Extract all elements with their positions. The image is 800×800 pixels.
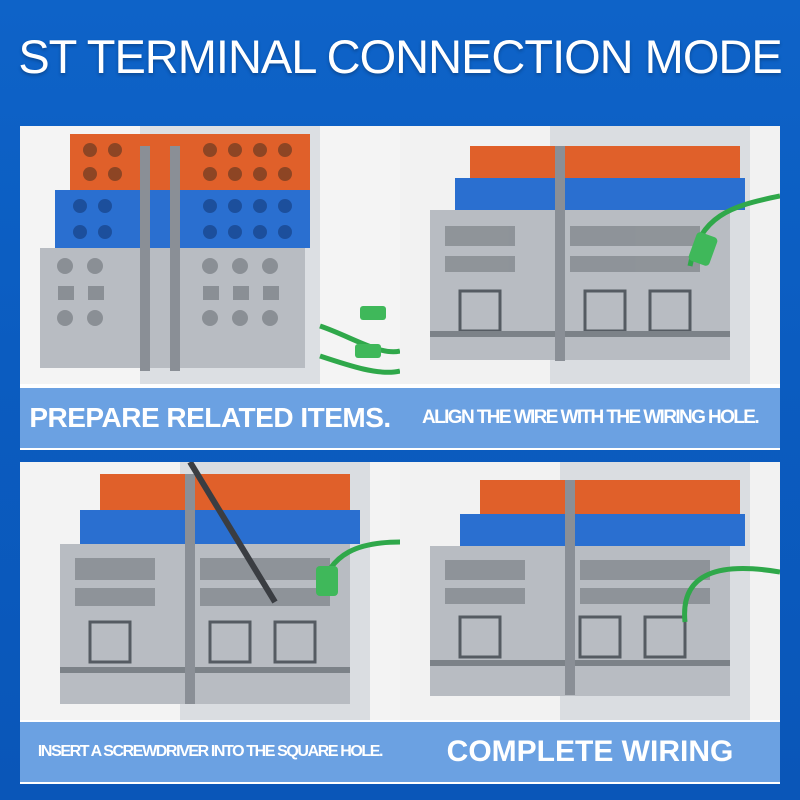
step-panel-insert: INSERT A SCREWDRIVER INTO THE SQUARE HOL… [20,462,400,784]
terminal-blocks-photo [20,126,400,384]
terminal-blocks-photo [20,462,400,720]
step-panel-complete: COMPLETE WIRING [400,462,780,784]
terminal-blocks-photo [400,126,780,384]
step-caption: PREPARE RELATED ITEMS. [20,388,400,448]
step-panel-align: ALIGN THE WIRE WITH THE WIRING HOLE. [400,126,780,450]
page-title: ST TERMINAL CONNECTION MODE [18,30,782,83]
terminal-blocks-photo [400,462,780,720]
step-panel-prepare: PREPARE RELATED ITEMS. [20,126,400,450]
step-caption: INSERT A SCREWDRIVER INTO THE SQUARE HOL… [20,722,400,782]
step-caption: ALIGN THE WIRE WITH THE WIRING HOLE. [400,388,780,448]
step-caption: COMPLETE WIRING [400,722,780,782]
